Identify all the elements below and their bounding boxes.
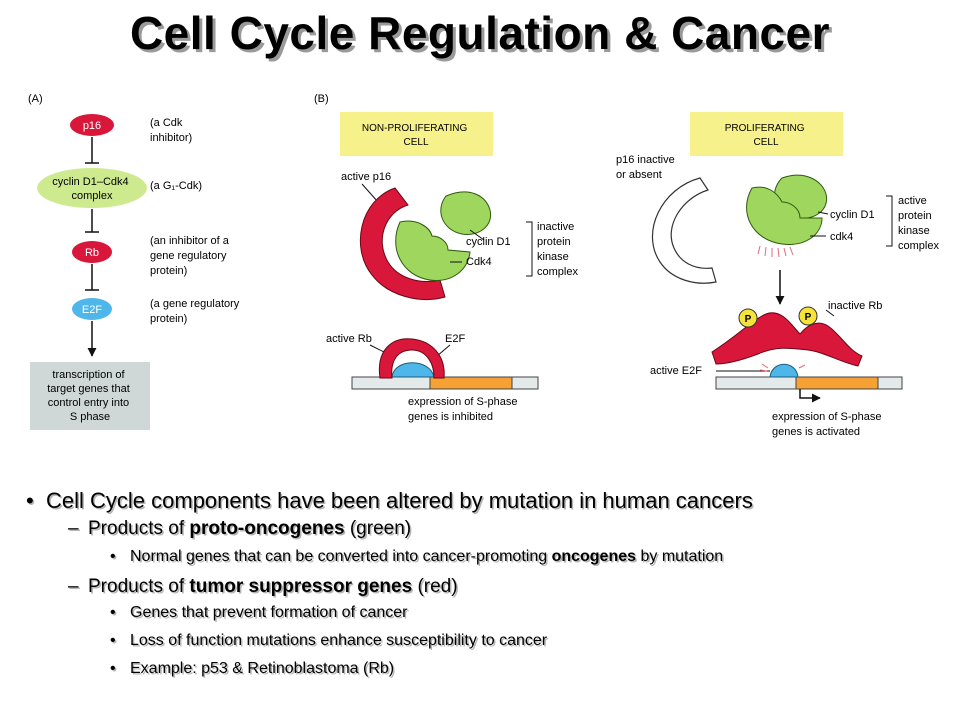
nonprolif-title: NON-PROLIFERATING CELL <box>362 123 470 148</box>
e2f-left-label: E2F <box>445 333 465 345</box>
cyclin-complex-node <box>37 168 147 208</box>
bullet-text: Example: p53 & Retinoblastoma (Rb) <box>130 660 395 677</box>
bullet-marker: • <box>110 660 116 677</box>
inactive-rb-leader <box>825 309 835 317</box>
rb-label: Rb <box>85 247 99 259</box>
cyclin-d1-left-leader <box>469 229 485 241</box>
rb-node <box>72 241 112 263</box>
bullet-text: Normal genes that can be converted into … <box>130 548 552 565</box>
bullet-text: by mutation <box>636 548 724 565</box>
inactive-complex-bracket <box>526 221 533 277</box>
e2f-label: E2F <box>82 304 102 316</box>
p16-note: (a Cdk inhibitor) <box>150 117 192 144</box>
cell-cycle-diagram: (A) p16 (a Cdk inhibitor) cyclin D1–Cdk4… <box>28 93 939 438</box>
inactive-rb-shape <box>711 312 863 367</box>
bullet-text: (red) <box>412 576 458 597</box>
transcription-label: transcription of target genes that contr… <box>47 369 133 423</box>
panel-a-label: (A) <box>28 93 43 105</box>
cyclin-d1-right-leader <box>817 211 829 215</box>
active-p16-label: active p16 <box>341 171 391 183</box>
cyclin-d1-left-shape <box>440 191 492 235</box>
bullet-level-1: • Cell Cycle components have been altered… <box>26 488 753 514</box>
expr-inhibited-label: expression of S-phase genes is inhibited <box>408 396 521 423</box>
cdk4-left-shape <box>395 220 471 281</box>
kinase-activity-marks <box>757 245 794 258</box>
bullet-marker: • <box>110 632 116 649</box>
bullet-text: Products of <box>88 518 190 539</box>
prolif-title-box <box>690 112 843 156</box>
cyclin-d1-right-label: cyclin D1 <box>830 209 875 221</box>
e2f-note: (a gene regulatory protein) <box>150 298 242 325</box>
bullet-text: Genes that prevent formation of cancer <box>130 604 408 621</box>
bullet-level-3: • Genes that prevent formation of cancer <box>110 604 407 622</box>
bullet-marker: – <box>68 576 79 597</box>
active-rb-label: active Rb <box>326 333 372 345</box>
transcription-box <box>30 362 150 430</box>
active-rb-leader <box>369 344 385 353</box>
active-complex-bracket <box>886 195 893 247</box>
transcription-start-arrow <box>799 389 821 403</box>
bullet-level-3: • Normal genes that can be converted into… <box>110 548 723 566</box>
p16-label: p16 <box>83 120 101 132</box>
cyclin-d1-left-label: cyclin D1 <box>466 236 511 248</box>
prolif-title: PROLIFERATING CELL <box>725 123 808 148</box>
e2f-left-shape <box>391 362 435 378</box>
bullet-text: (green) <box>344 518 412 539</box>
e2f-node <box>72 298 112 320</box>
cdk4-right-label: cdk4 <box>830 231 853 243</box>
panel-b-label: (B) <box>314 93 329 105</box>
phosphate-1-label: P <box>745 314 752 325</box>
active-p16-shape <box>359 187 446 300</box>
phosphate-2-circle <box>798 306 818 326</box>
bullet-text-bold: oncogenes <box>551 548 637 565</box>
bullet-marker: • <box>110 604 116 621</box>
bullet-text-bold: proto-oncogenes <box>189 518 345 539</box>
inactive-rb-label: inactive Rb <box>828 300 882 312</box>
bullet-marker: – <box>68 518 79 539</box>
nonprolif-title-box <box>340 112 493 156</box>
rb-note: (an inhibitor of a gene regulatory prote… <box>150 235 232 277</box>
active-e2f-label: active E2F <box>650 365 702 377</box>
p16-inactive-shape <box>651 177 717 284</box>
active-e2f-shape <box>769 363 799 378</box>
cyclin-note: (a G₁-Cdk) <box>150 180 202 192</box>
p16-node <box>70 114 114 136</box>
page-title: Cell Cycle Regulation & Cancer <box>129 7 831 59</box>
bullet-text: Loss of function mutations enhance susce… <box>130 632 548 649</box>
gene-region-left <box>429 376 513 390</box>
expr-activated-label: expression of S-phase genes is activated <box>772 411 885 438</box>
phosphate-1-circle <box>738 308 758 328</box>
bullet-text: Products of <box>88 576 190 597</box>
e2f-activity-marks <box>759 363 806 372</box>
bullet-level-2: –Products of proto-oncogenes (green) <box>68 518 411 540</box>
bullet-level-2: –Products of tumor suppressor genes (red… <box>68 576 458 598</box>
active-p16-leader <box>361 183 379 203</box>
cdk4-left-label: Cdk4 <box>466 256 492 268</box>
active-complex-label: active protein kinase complex <box>898 195 939 252</box>
bullet-text-bold: tumor suppressor genes <box>189 576 413 597</box>
bullet-marker: • <box>26 488 34 513</box>
bullet-level-3: • Loss of function mutations enhance susc… <box>110 632 547 650</box>
p16-inactive-label: p16 inactive or absent <box>616 154 678 181</box>
gene-region-right <box>795 376 879 390</box>
inactive-complex-label: inactive protein kinase complex <box>537 221 578 278</box>
cdk4-right-shape <box>746 186 823 245</box>
bullet-marker: • <box>110 548 116 565</box>
active-rb-shape <box>378 338 445 379</box>
phosphate-2-label: P <box>805 312 812 323</box>
bullet-level-3: • Example: p53 & Retinoblastoma (Rb) <box>110 660 394 678</box>
bullet-text: Cell Cycle components have been altered … <box>46 488 753 513</box>
cyclin-complex-label: cyclin D1–Cdk4 complex <box>52 176 131 202</box>
